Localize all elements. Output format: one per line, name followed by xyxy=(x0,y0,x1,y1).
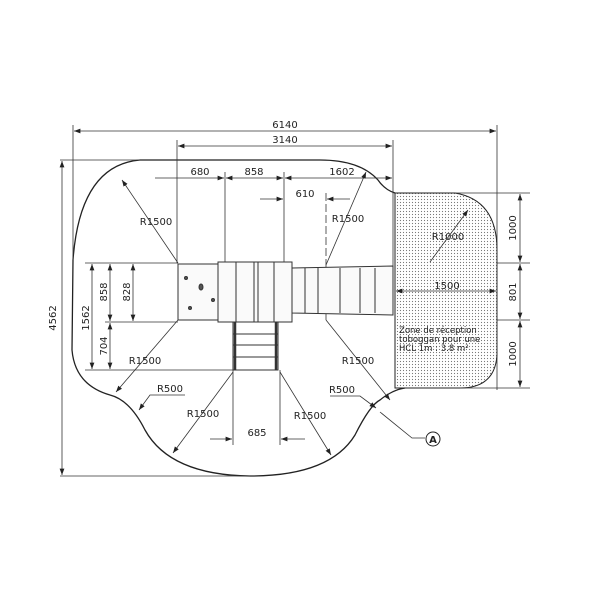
climbing-wall-tower xyxy=(177,263,219,321)
slide xyxy=(291,265,394,316)
dim-1000-bottom: 1000 xyxy=(508,341,519,366)
radius-top-right: R1500 xyxy=(332,214,364,225)
dim-680: 680 xyxy=(190,167,209,178)
zone-label-line-1: Zone de réception xyxy=(399,325,477,336)
safety-area-outline xyxy=(71,159,406,477)
dimension-labels: 6140 3140 680 858 1602 610 4562 1562 858… xyxy=(48,120,519,439)
dim-6140: 6140 xyxy=(272,120,297,131)
detail-marker-label: A xyxy=(429,435,437,446)
radius-left-small: R500 xyxy=(157,384,183,395)
radius-right-small: R500 xyxy=(329,385,355,396)
zone-label: Zone de réception toboggan pour une HCL … xyxy=(399,325,480,354)
radius-top-left: R1500 xyxy=(140,217,172,228)
play-structure xyxy=(177,261,394,371)
dim-685: 685 xyxy=(247,428,266,439)
dim-801: 801 xyxy=(508,282,519,301)
dim-1562: 1562 xyxy=(81,305,92,330)
dim-4562: 4562 xyxy=(48,305,59,330)
radius-leaders xyxy=(115,171,469,456)
dim-3140: 3140 xyxy=(272,135,297,146)
radius-left: R1500 xyxy=(129,356,161,367)
radius-right: R1500 xyxy=(342,356,374,367)
radius-bottom-left: R1500 xyxy=(187,409,219,420)
stairs xyxy=(232,321,279,371)
zone-label-line-3: HCL 1m : 3.8 m² xyxy=(399,344,469,354)
dim-1000-top: 1000 xyxy=(508,215,519,240)
dimension-lines xyxy=(59,128,523,475)
dim-1602: 1602 xyxy=(329,167,354,178)
dim-828: 828 xyxy=(122,282,133,301)
zone-label-line-2: toboggan pour une xyxy=(399,335,480,345)
dim-610: 610 xyxy=(295,189,314,200)
dim-858-left: 858 xyxy=(99,282,110,301)
dim-1500: 1500 xyxy=(434,281,459,292)
central-tower xyxy=(217,261,293,323)
radius-bottom-right: R1500 xyxy=(294,411,326,422)
detail-marker-a: A xyxy=(425,431,441,447)
dim-704: 704 xyxy=(99,336,110,355)
radius-zone: R1000 xyxy=(432,232,464,243)
dim-858-top: 858 xyxy=(244,167,263,178)
